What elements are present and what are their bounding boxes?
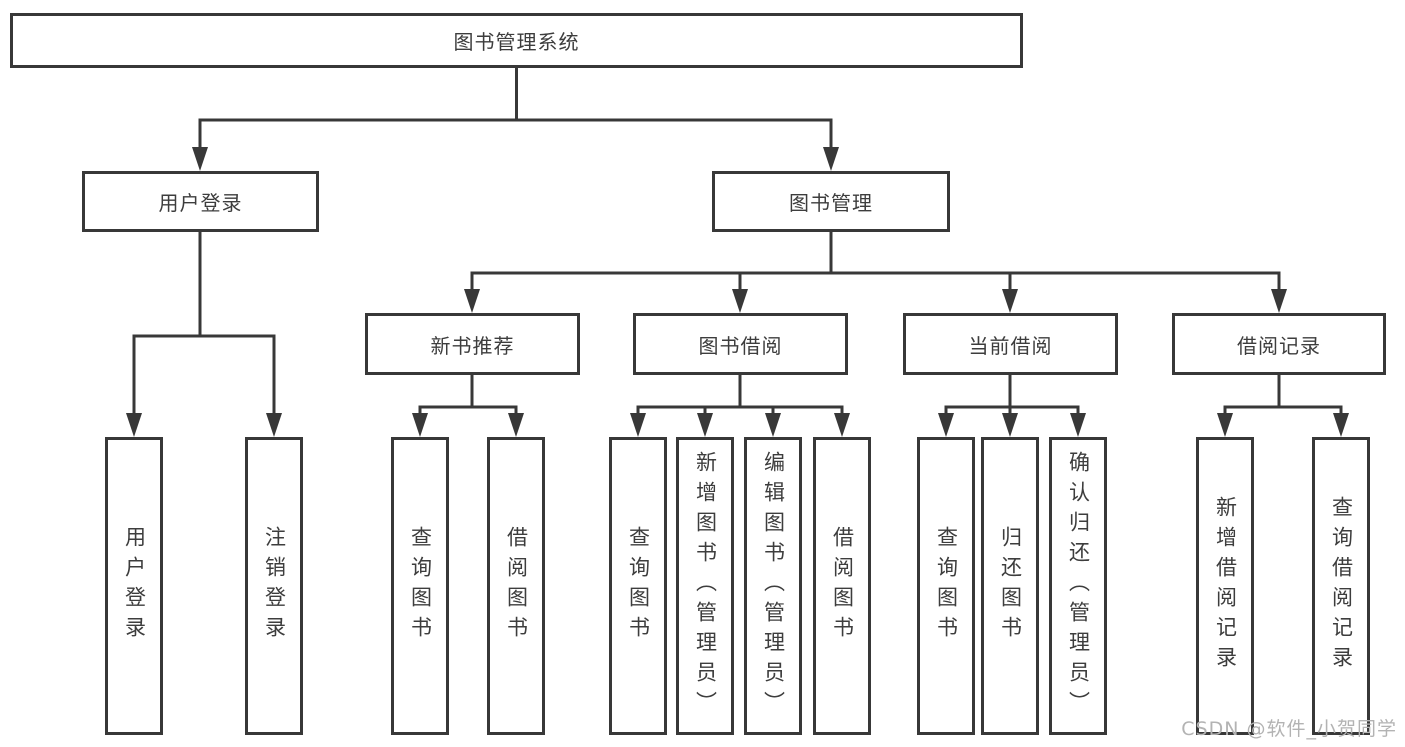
node-book-management: 图书管理 <box>712 171 950 232</box>
connector-root-to-level2 <box>192 66 839 171</box>
leaf-logout-label: 注销登录 <box>262 526 287 646</box>
leaf-query-books: 查询图书 <box>609 437 667 735</box>
node-user-login-branch: 用户登录 <box>82 171 319 232</box>
leaf-return-books-label: 归还图书 <box>998 526 1023 646</box>
leaf-query-books-label: 查询图书 <box>408 526 433 646</box>
leaf-query-borrow-record: 查询借阅记录 <box>1312 437 1370 735</box>
watermark: CSDN @软件_小贺同学 <box>1181 718 1397 740</box>
leaf-confirm-return-admin-label: 确认归还（管理员） <box>1066 451 1091 721</box>
node-borrow-records: 借阅记录 <box>1172 313 1386 375</box>
node-borrow-records-label: 借阅记录 <box>1237 333 1321 358</box>
leaf-add-books-admin: 新增图书（管理员） <box>676 437 734 735</box>
node-book-borrow: 图书借阅 <box>633 313 848 375</box>
node-new-book-recommend: 新书推荐 <box>365 313 580 375</box>
node-new-book-recommend-label: 新书推荐 <box>430 333 515 358</box>
leaf-query-books: 查询图书 <box>917 437 975 735</box>
node-user-login-branch-label: 用户登录 <box>158 191 243 215</box>
connector-book-borrow-to-leaves <box>630 373 850 437</box>
leaf-query-books-label: 查询图书 <box>626 526 651 646</box>
leaf-borrow-books: 借阅图书 <box>813 437 871 735</box>
connector-current-borrow-to-leaves <box>938 373 1086 437</box>
node-book-borrow-label: 图书借阅 <box>698 333 783 358</box>
connector-book-management-to-level3 <box>464 230 1287 313</box>
leaf-borrow-books-label: 借阅图书 <box>830 526 855 646</box>
connector-borrow-records-to-leaves <box>1217 373 1349 437</box>
leaf-query-borrow-record-label: 查询借阅记录 <box>1329 496 1354 676</box>
leaf-add-books-admin-label: 新增图书（管理员） <box>693 451 718 721</box>
leaf-edit-books-admin-label: 编辑图书（管理员） <box>761 451 786 721</box>
leaf-logout: 注销登录 <box>245 437 303 735</box>
node-root: 图书管理系统 <box>10 13 1023 68</box>
connector-new-book-recommend-to-leaves <box>412 373 524 437</box>
leaf-add-borrow-record-label: 新增借阅记录 <box>1213 496 1238 676</box>
leaf-query-books-label: 查询图书 <box>934 526 959 646</box>
leaf-borrow-books-label: 借阅图书 <box>504 526 529 646</box>
leaf-borrow-books: 借阅图书 <box>487 437 545 735</box>
leaf-return-books: 归还图书 <box>981 437 1039 735</box>
leaf-confirm-return-admin: 确认归还（管理员） <box>1049 437 1107 735</box>
node-root-label: 图书管理系统 <box>453 30 580 54</box>
node-current-borrow-label: 当前借阅 <box>968 333 1053 358</box>
leaf-add-borrow-record: 新增借阅记录 <box>1196 437 1254 735</box>
node-book-management-label: 图书管理 <box>789 191 873 215</box>
leaf-user-login-label: 用户登录 <box>122 526 147 646</box>
connector-user-login-to-leaves <box>126 230 282 437</box>
leaf-query-books: 查询图书 <box>391 437 449 735</box>
node-current-borrow: 当前借阅 <box>903 313 1118 375</box>
leaf-edit-books-admin: 编辑图书（管理员） <box>744 437 802 735</box>
leaf-user-login: 用户登录 <box>105 437 163 735</box>
